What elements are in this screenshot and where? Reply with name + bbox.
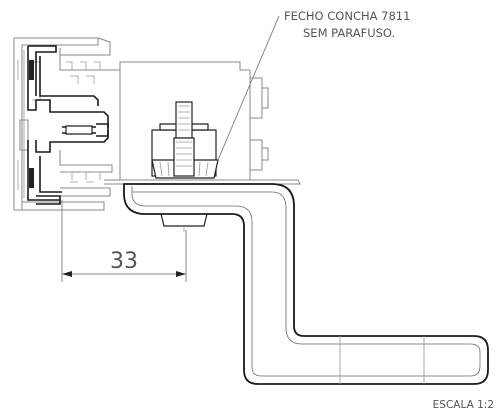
lock-mechanism [151, 15, 280, 232]
annotation-line-2: SEM PARAFUSO. [303, 26, 395, 40]
scale-label: ESCALA 1:2 [433, 399, 494, 411]
dimension-value: 33 [110, 249, 138, 274]
sash-profile [27, 45, 109, 205]
lever-handle [123, 183, 489, 385]
dimension-33: 33 [61, 200, 187, 282]
annotation-line-1: FECHO CONCHA 7811 [284, 9, 410, 23]
